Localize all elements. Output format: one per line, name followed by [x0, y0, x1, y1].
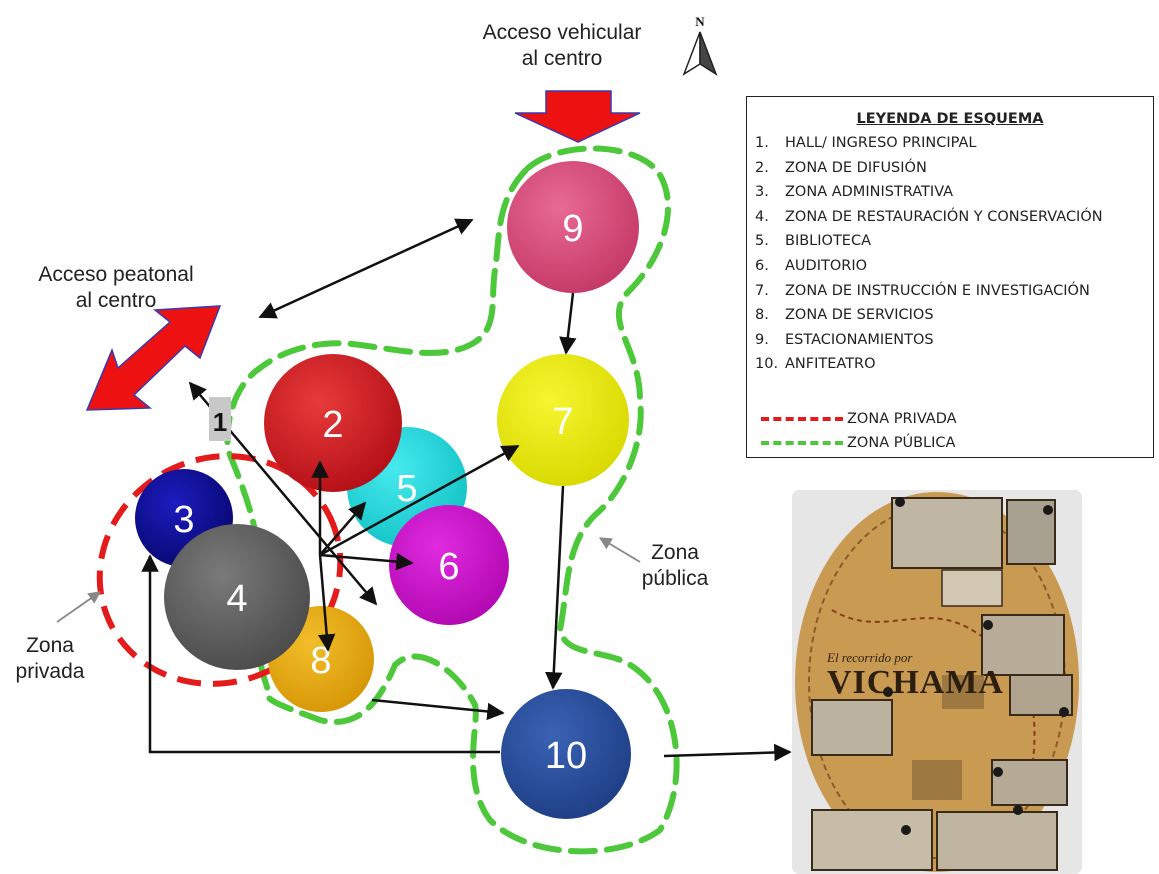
- north-label: N: [695, 14, 705, 29]
- legend-item: 9. ESTACIONAMIENTOS: [755, 332, 1153, 357]
- legend-item-num: 4.: [755, 208, 769, 225]
- vehicular-access-arrow: [514, 90, 641, 143]
- legend-item-num: 7.: [755, 282, 769, 299]
- legend-private-zone: ZONA PRIVADA: [761, 411, 957, 427]
- legend-list: 1. HALL/ INGRESO PRINCIPAL 2. ZONA DE DIFU…: [755, 135, 1153, 381]
- legend-item-num: 1.: [755, 135, 769, 151]
- legend-item: 7. ZONA DE INSTRUCCIÓN E INVESTIGACIÓN: [755, 283, 1153, 308]
- legend: LEYENDA DE ESQUEMA 1. HALL/ INGRESO PRINC…: [746, 96, 1154, 458]
- legend-item-text: BIBLIOTECA: [785, 233, 872, 250]
- legend-item: 3. ZONA ADMINISTRATIVA: [755, 184, 1153, 209]
- circle-label-2: 2: [322, 404, 343, 446]
- legend-item: 2. ZONA DE DIFUSIÓN: [755, 160, 1153, 185]
- private-zone-swatch: [761, 417, 843, 421]
- private-zone-note: Zona privada: [15, 634, 85, 684]
- circle-label-4: 4: [226, 578, 247, 620]
- pedestrian-access-label: Acceso peatonal al centro: [38, 263, 194, 313]
- zone-circle-9: [507, 161, 639, 293]
- zone-circle-10: [501, 689, 631, 819]
- legend-item-text: AUDITORIO: [785, 257, 868, 274]
- vichama-title-block: El recorrido por VICHAMA: [827, 650, 1004, 700]
- legend-item-text: ZONA ADMINISTRATIVA: [785, 184, 954, 201]
- legend-item: 5. BIBLIOTECA: [755, 233, 1153, 258]
- circle-label-9: 9: [562, 208, 583, 250]
- flow-arrows: [141, 218, 792, 762]
- vehicular-access-label: Acceso vehicular al centro: [482, 21, 642, 71]
- legend-item-text: ZONA DE INSTRUCCIÓN E INVESTIGACIÓN: [785, 282, 1090, 299]
- circle-label-5: 5: [396, 468, 417, 510]
- legend-item-num: 3.: [755, 184, 769, 201]
- vichama-map-illustration: [792, 490, 1082, 874]
- public-zone-note: Zona pública: [641, 541, 709, 591]
- zone-circle-6: [389, 505, 509, 625]
- pedestrian-access-arrow: [85, 305, 222, 411]
- legend-item-num: 10.: [755, 356, 779, 373]
- legend-item-num: 5.: [755, 233, 769, 250]
- legend-item-text: HALL/ INGRESO PRINCIPAL: [785, 135, 977, 151]
- legend-public-zone-label: ZONA PÚBLICA: [847, 435, 956, 451]
- legend-item: 4. ZONA DE RESTAURACIÓN Y CONSERVACIÓN: [755, 209, 1153, 234]
- zone-circle-7: [497, 354, 629, 486]
- legend-item-num: 9.: [755, 331, 769, 348]
- note-pointer-arrows: [56, 537, 641, 623]
- legend-item: 10. ANFITEATRO: [755, 356, 1153, 381]
- legend-item-text: ZONA DE SERVICIOS: [785, 307, 934, 324]
- legend-item-text: ZONA DE RESTAURACIÓN Y CONSERVACIÓN: [785, 208, 1103, 225]
- legend-item: 8. ZONA DE SERVICIOS: [755, 307, 1153, 332]
- vichama-title: VICHAMA: [827, 664, 1004, 701]
- circle-label-6: 6: [438, 546, 459, 588]
- legend-item-num: 2.: [755, 159, 769, 176]
- vichama-tour-map-image: El recorrido por VICHAMA: [792, 490, 1082, 874]
- legend-item: 1. HALL/ INGRESO PRINCIPAL: [755, 135, 1153, 160]
- legend-item-text: ANFITEATRO: [785, 356, 876, 373]
- legend-item-num: 8.: [755, 307, 769, 324]
- circle-label-7: 7: [552, 401, 573, 443]
- circle-label-3: 3: [173, 499, 194, 541]
- legend-item-text: ESTACIONAMIENTOS: [785, 331, 934, 348]
- legend-item-num: 6.: [755, 257, 769, 274]
- legend-item: 6. AUDITORIO: [755, 258, 1153, 283]
- north-arrow-icon: N: [682, 14, 718, 76]
- legend-item-text: ZONA DE DIFUSIÓN: [785, 159, 927, 176]
- legend-title: LEYENDA DE ESQUEMA: [856, 111, 1044, 127]
- public-zone-swatch: [761, 441, 843, 445]
- entry-marker-label: 1: [213, 407, 227, 437]
- legend-private-zone-label: ZONA PRIVADA: [847, 411, 957, 427]
- legend-public-zone: ZONA PÚBLICA: [761, 435, 955, 451]
- entry-marker: 1: [209, 397, 231, 441]
- vichama-subtitle: El recorrido por: [827, 650, 913, 665]
- circle-label-10: 10: [545, 735, 587, 777]
